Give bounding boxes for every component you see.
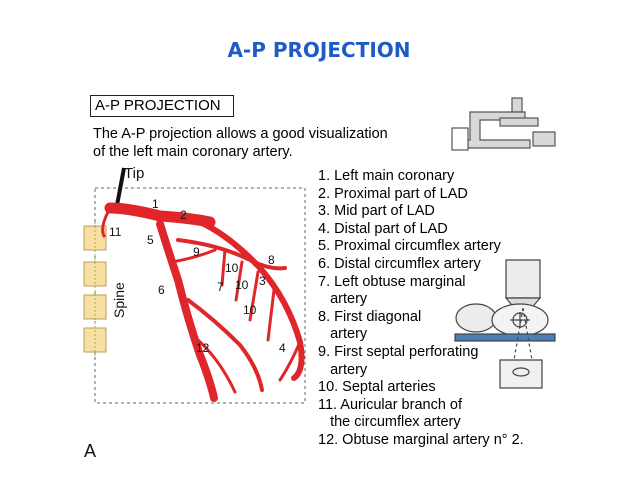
artery-label-10a: 10 [225, 261, 239, 275]
legend-item: 11. Auricular branch of [318, 396, 463, 413]
artery-label-9: 9 [193, 245, 200, 259]
c-arm-icon [451, 97, 556, 151]
artery-tree [101, 202, 305, 402]
legend-item: 6. Distal circumflex artery [318, 255, 481, 272]
artery-label-7: 7 [217, 280, 224, 294]
artery-label-6: 6 [158, 283, 165, 297]
panel-letter: A [84, 441, 96, 461]
artery-label-8: 8 [268, 253, 275, 267]
spine-label: Spine [111, 282, 127, 318]
artery-number-labels: 1 2 11 5 9 8 10 3 6 7 10 10 12 4 [109, 197, 286, 355]
description-line-1: The A-P projection allows a good visuali… [93, 126, 388, 142]
circumflex-artery [156, 220, 218, 402]
field-of-view-frame [94, 187, 306, 404]
spine-vertebrae [83, 222, 107, 356]
artery-label-12: 12 [196, 341, 210, 355]
obtuse-marginal [186, 298, 264, 392]
legend-item: 12. Obtuse marginal artery n° 2. [318, 431, 524, 448]
legend-item: 1. Left main coronary [318, 168, 455, 184]
legend-item: artery [318, 361, 368, 378]
legend-item: 2. Proximal part of LAD [318, 185, 468, 202]
artery-label-10b: 10 [235, 278, 249, 292]
artery-label-2: 2 [180, 208, 187, 222]
artery-label-11: 11 [109, 225, 122, 239]
legend-item: 9. First septal perforating [318, 343, 479, 360]
legend-item: the circumflex artery [318, 414, 461, 431]
legend-list: 1. Left main coronary 2. Proximal part o… [318, 168, 578, 450]
legend-item: 3. Mid part of LAD [318, 203, 435, 220]
lad-artery [197, 219, 305, 381]
slide-title: A-P PROJECTION [227, 38, 411, 62]
legend-item: 5. Proximal circumflex artery [318, 238, 501, 255]
figure-box-label: A-P PROJECTION [90, 95, 234, 117]
legend-item: 8. First diagonal [318, 308, 422, 325]
septal-perforating [170, 248, 217, 264]
legend-item: artery [318, 291, 368, 308]
artery-label-4: 4 [279, 341, 286, 355]
artery-label-10c: 10 [243, 303, 257, 317]
legend-item: 10. Septal arteries [318, 379, 436, 396]
legend-item: artery [318, 326, 368, 343]
artery-label-3: 3 [259, 274, 266, 288]
figure-description: The A-P projection allows a good visuali… [93, 125, 433, 161]
projection-schematic-icon [454, 259, 556, 389]
first-diagonal [176, 238, 287, 271]
legend-item: 7. Left obtuse marginal [318, 273, 466, 290]
artery-label-5: 5 [147, 233, 154, 247]
auricular-branch [101, 210, 110, 238]
left-main-artery [104, 202, 216, 228]
legend-item: 4. Distal part of LAD [318, 220, 448, 237]
artery-label-1: 1 [152, 197, 159, 211]
description-line-2: of the left main coronary artery. [93, 144, 293, 160]
tip-label: Tip [124, 165, 144, 182]
